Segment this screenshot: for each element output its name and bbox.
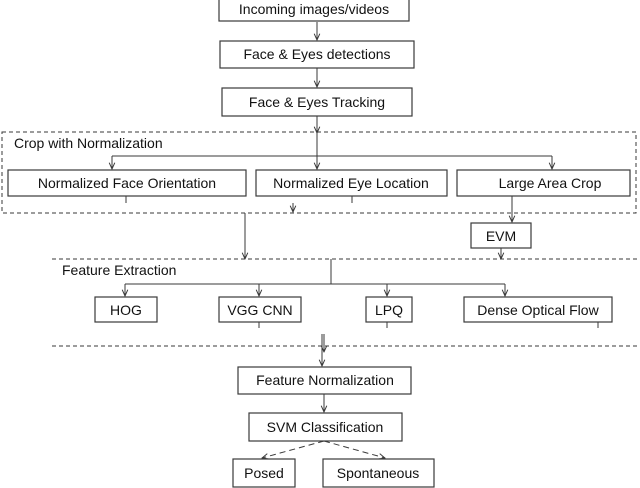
node-optical-flow-label: Dense Optical Flow [477,302,599,318]
edge-svm-to-spontaneous [323,440,385,458]
node-eye-location: Normalized Eye Location [255,169,448,197]
node-hog: HOG [94,296,158,323]
node-lpq: LPQ [365,296,413,323]
node-large-area-label: Large Area Crop [499,175,602,191]
edges [112,22,599,458]
feature-extraction-label: Feature Extraction [62,262,176,278]
node-tracking-label: Face & Eyes Tracking [249,94,385,110]
node-large-area: Large Area Crop [456,169,631,197]
node-svm-label: SVM Classification [267,419,384,435]
node-spontaneous-label: Spontaneous [337,465,420,481]
node-feature-normalization: Feature Normalization [237,366,412,395]
node-incoming-label: Incoming images/videos [239,1,389,17]
node-lpq-label: LPQ [375,302,403,318]
crop-normalization-label: Crop with Normalization [14,135,163,151]
node-evm-label: EVM [486,228,516,244]
node-detection: Face & Eyes detections [219,40,415,69]
node-incoming: Incoming images/videos [218,0,410,22]
node-face-orientation: Normalized Face Orientation [7,169,247,197]
node-optical-flow: Dense Optical Flow [463,296,613,323]
node-posed: Posed [232,458,296,488]
node-tracking: Face & Eyes Tracking [221,87,413,117]
node-eye-location-label: Normalized Eye Location [273,175,429,191]
node-posed-label: Posed [244,465,284,481]
node-detection-label: Face & Eyes detections [243,46,390,62]
node-hog-label: HOG [110,302,142,318]
node-evm: EVM [470,222,532,249]
node-spontaneous: Spontaneous [322,458,435,488]
node-feature-normalization-label: Feature Normalization [256,372,394,388]
node-face-orientation-label: Normalized Face Orientation [38,175,216,191]
node-svm: SVM Classification [248,412,403,442]
node-vgg-label: VGG CNN [227,302,292,318]
node-vgg: VGG CNN [218,296,302,323]
edge-svm-to-posed [262,440,325,458]
